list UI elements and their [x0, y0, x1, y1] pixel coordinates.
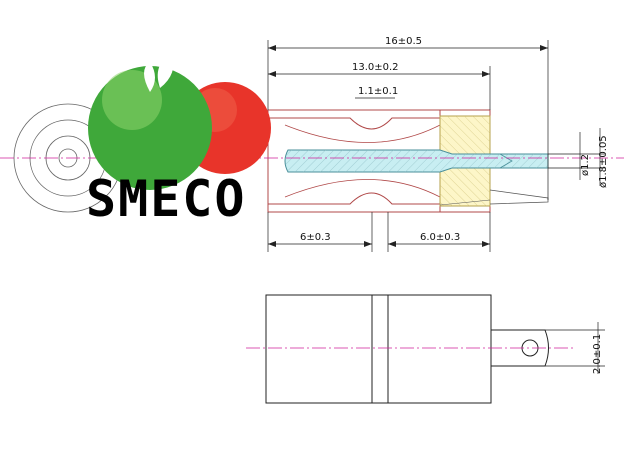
sleeve-top-wall [267, 110, 441, 130]
dim-body-length: 13.0±0.2 [352, 62, 399, 73]
leaf-icon [157, 54, 174, 88]
logo-text: SMECO [86, 170, 247, 228]
dim-pin-diameter: ø1.2 [580, 154, 591, 176]
dim-right-segment: 6.0±0.3 [420, 232, 460, 243]
dim-groove-width: 1.1±0.1 [358, 86, 398, 97]
side-view [265, 294, 549, 404]
dim-pin-outer-diameter: ø1.8±0.05 [598, 135, 609, 188]
dim-left-segment: 6±0.3 [300, 232, 331, 243]
sleeve-bottom-wall [267, 192, 441, 212]
dim-overall-length: 16±0.5 [385, 36, 422, 47]
dim-tab-width: 2.0±0.1 [592, 334, 603, 374]
dimension-lines [267, 40, 605, 252]
smeco-logo: SMECO [86, 54, 271, 228]
section-view [267, 109, 549, 213]
